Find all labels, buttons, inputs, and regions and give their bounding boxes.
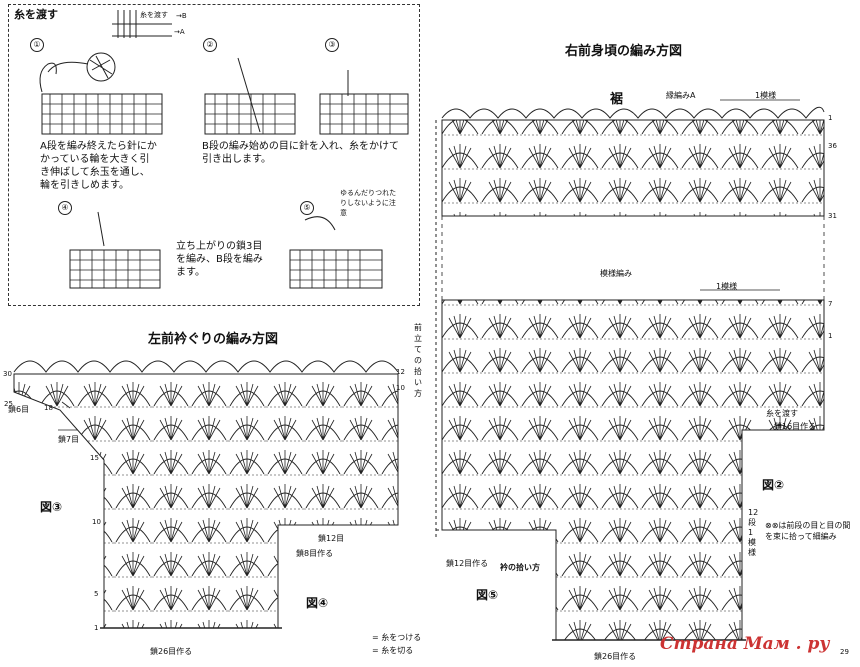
row-num: 1: [828, 114, 833, 122]
row-num: 15: [90, 454, 99, 462]
legend-a: →A: [174, 28, 185, 36]
side-note-a: 12段1模様: [748, 508, 759, 557]
row-num: 31: [828, 212, 837, 220]
step-5-marker: ⑤: [300, 201, 314, 215]
front-edge-label: 前立ての拾い方: [414, 323, 422, 398]
fig2-label: 図②: [762, 478, 785, 492]
watermark: Страна Мам . ру: [660, 634, 830, 654]
chain7-label: 鎖7目: [58, 435, 80, 444]
left-chain12-label: 鎖12目: [318, 534, 345, 543]
chain8-label: 鎖8目作る: [296, 549, 334, 558]
right-chain12-label: 鎖12目作る: [446, 559, 489, 568]
fig5-label: 図⑤: [476, 588, 499, 602]
legend-mid: 糸を渡す: [140, 11, 168, 19]
legend-attach: = 糸をつける: [372, 633, 422, 642]
chain6-label: 鎖6目: [8, 405, 30, 414]
row-num: 18: [44, 404, 53, 412]
left-chain26-label: 鎖26目作る: [150, 647, 193, 656]
pattern-label: 模様編み: [600, 269, 632, 278]
step-1-marker: ①: [30, 38, 44, 52]
left-chart-title: 左前衿ぐりの編み方図: [148, 332, 279, 347]
row-num: 7: [828, 300, 833, 308]
step-2-marker: ②: [203, 38, 217, 52]
step-5-note: ゆるんだりつれたりしないように注意: [340, 189, 397, 217]
fig4-label: 図④: [306, 596, 329, 610]
step-2-text: B段の編み始めの目に針を入れ、糸をかけて引き出します。: [202, 141, 399, 165]
step-3-marker: ③: [325, 38, 339, 52]
step-4-text: 立ち上がりの鎖3目を編み、B段を編みます。: [176, 241, 263, 278]
row-num: 30: [3, 370, 12, 378]
row-num: 36: [828, 142, 837, 150]
legend-cut: = 糸を切る: [372, 646, 414, 655]
side-note-b: ⊗⊗は前段の目と目の間を束に拾って細編み: [765, 521, 851, 541]
row-num: 25: [4, 400, 13, 408]
fig3-label: 図③: [40, 500, 63, 514]
hem-label: 裾: [610, 92, 624, 107]
row-num: 1: [94, 624, 99, 632]
bridge-label: 糸を渡す: [766, 409, 798, 418]
row-num: 5: [94, 590, 99, 598]
row-num: 1: [828, 332, 833, 340]
collar-label: 衿の拾い方: [500, 563, 540, 572]
repeat-2-label: 1模様: [716, 282, 738, 291]
chain16-label: 鎖16目作る: [774, 422, 817, 431]
right-chain26-label: 鎖26目作る: [594, 652, 637, 661]
edge-a-label: 縁編みA: [666, 91, 696, 100]
repeat-1-label: 1模様: [755, 91, 777, 100]
row-num: 12: [396, 368, 405, 376]
row-num: 10: [92, 518, 101, 526]
row-num: 10: [396, 384, 405, 392]
step-4-marker: ④: [58, 201, 72, 215]
instruction-inset: [8, 4, 420, 306]
right-chart-title: 右前身頃の編み方図: [565, 44, 683, 59]
step-1-text: A段を編み終えたら針にかかっている輪を大きく引き伸ばして糸玉を通し、輪を引きしめ…: [40, 141, 157, 191]
legend-b: →B: [176, 12, 187, 20]
inset-heading: 糸を渡す: [14, 8, 58, 21]
side-num: 29: [840, 648, 849, 656]
